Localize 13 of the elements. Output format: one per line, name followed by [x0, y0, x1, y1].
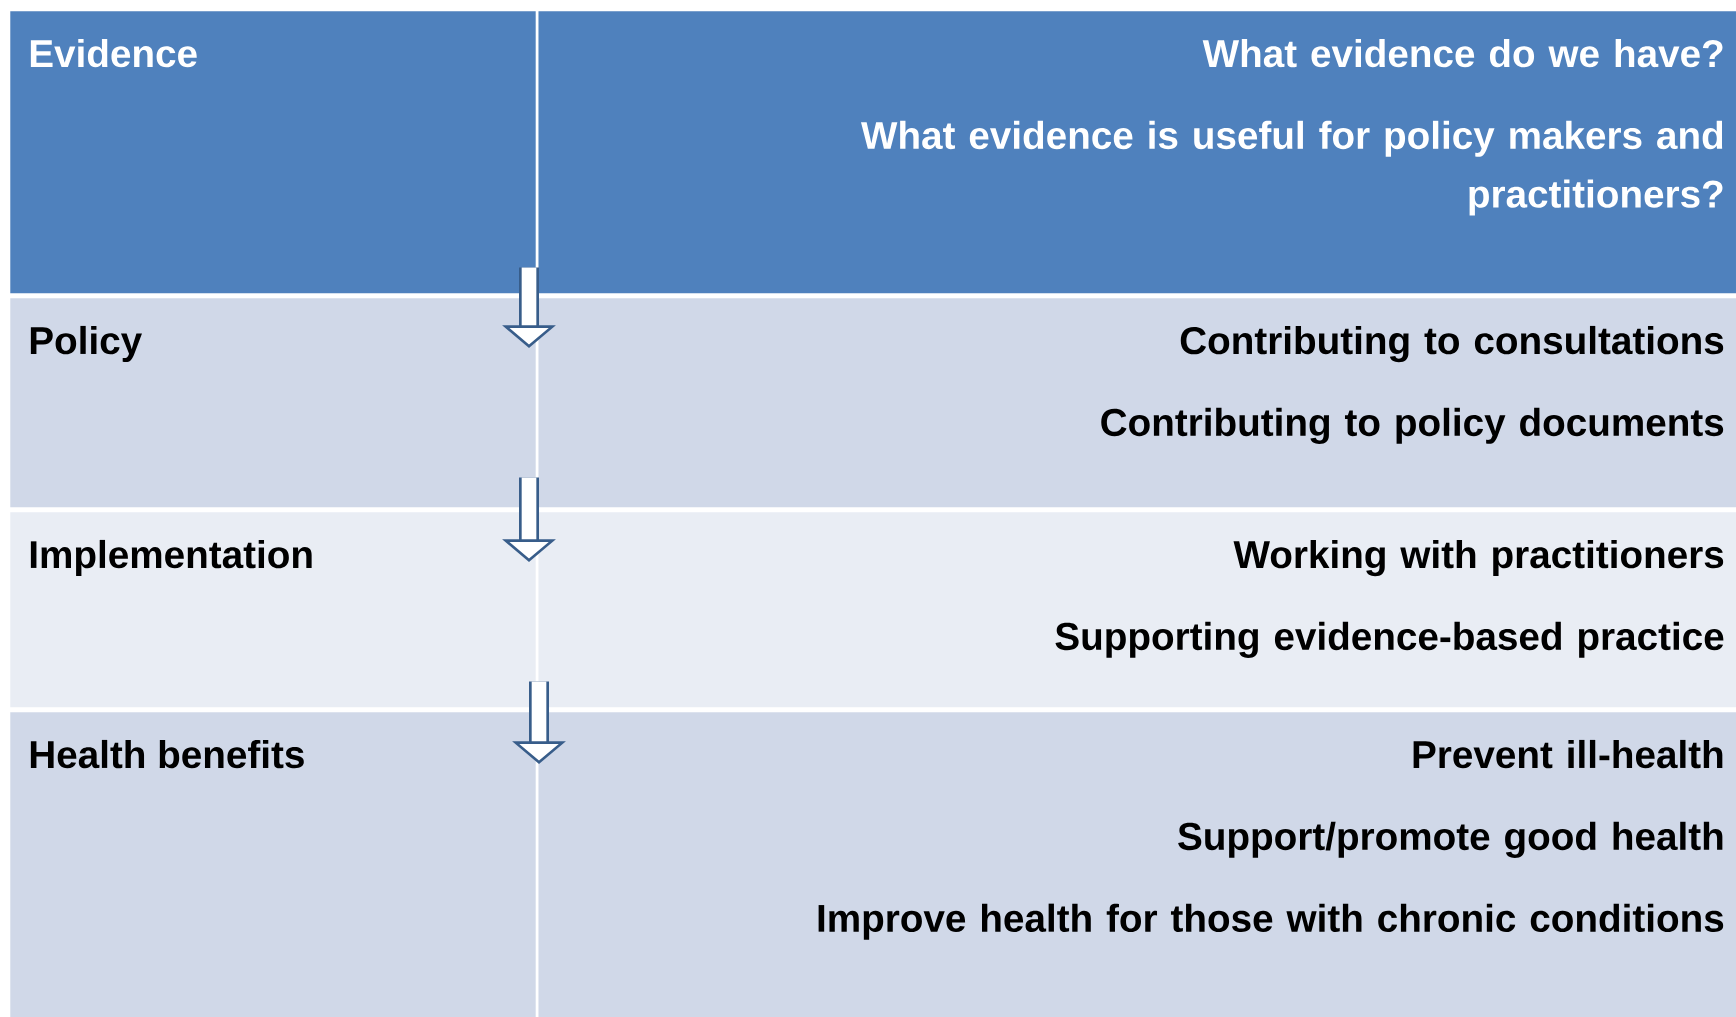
row-item: What evidence is useful for policy makers and practitioners? [861, 120, 1723, 216]
row-item: What evidence do we have? [1202, 38, 1723, 68]
row-heading: Evidence [30, 38, 197, 68]
row-heading: Policy [30, 325, 142, 362]
row-item: Improve health for those with chronic conditions [818, 903, 1724, 940]
row-item: Contributing to consultations [1180, 325, 1724, 363]
row-item: Working with practitioners [1233, 539, 1724, 577]
row-item: Support/promote good health [1178, 821, 1723, 858]
row-item: Contributing to policy documents [1101, 407, 1724, 444]
row-item: Supporting evidence-based practice [1055, 621, 1724, 658]
row-heading: Implementation [30, 539, 312, 576]
row-heading: Health benefits [30, 739, 304, 769]
row-item: Prevent ill-health [1413, 739, 1723, 769]
